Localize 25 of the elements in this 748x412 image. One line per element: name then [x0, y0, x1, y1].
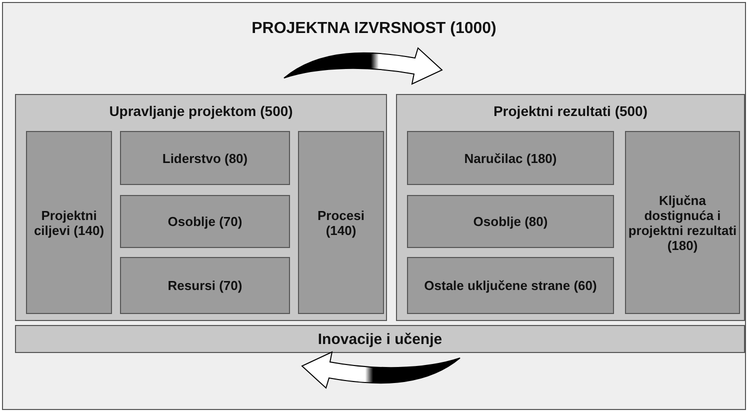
criterion-panel — [120, 131, 290, 185]
criterion-label: Procesi (140) — [316, 206, 366, 240]
criterion-panel — [26, 131, 112, 314]
criterion-panel — [298, 131, 384, 314]
criterion-panel — [407, 195, 614, 248]
criterion-label: Osoblje (70) — [166, 213, 244, 231]
criterion-label: Naručilac (180) — [463, 150, 558, 168]
section-title: Inovacije i učenje — [316, 330, 444, 350]
criterion-label: Liderstvo (80) — [161, 150, 249, 168]
criterion-label: Osoblje (80) — [472, 213, 549, 231]
criterion-panel — [625, 131, 740, 314]
criterion-label: Projektni ciljevi (140) — [32, 206, 106, 240]
section-panel — [15, 94, 387, 321]
section-bar — [15, 325, 745, 353]
criterion-label: Resursi (70) — [166, 277, 244, 295]
criterion-panel — [407, 257, 614, 314]
section-title: Projektni rezultati (500) — [492, 103, 649, 119]
section-panel — [396, 94, 745, 321]
criterion-panel — [120, 195, 290, 248]
criterion-label: Ostale uključene strane (60) — [423, 277, 598, 295]
criterion-label: Ključna dostignuća i projektni rezultati (180) — [628, 192, 737, 255]
criterion-panel — [120, 257, 290, 314]
section-title: Upravljanje projektom (500) — [108, 103, 294, 119]
criterion-panel — [407, 131, 614, 185]
frame-title: PROJEKTNA IZVRSNOST (1000) — [250, 21, 498, 37]
